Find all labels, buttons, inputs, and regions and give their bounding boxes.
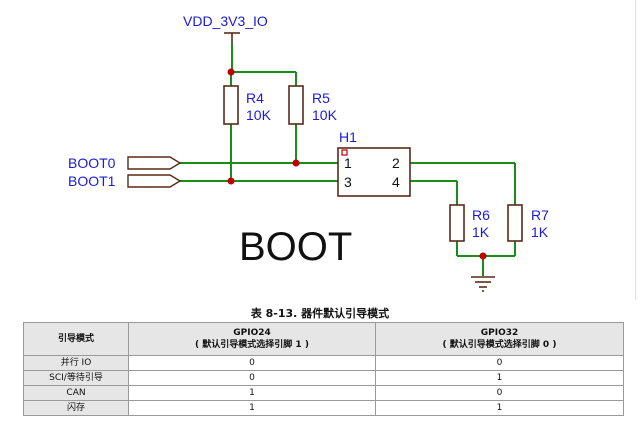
gpio32-cell: 0 (375, 385, 624, 401)
junction-dot (227, 177, 235, 185)
table-header-row: 引导模式 GPIO24( 默认引导模式选择引脚 1 ) GPIO32( 默认引导… (23, 322, 624, 356)
table-row: SCI/等待引导 0 1 (23, 370, 624, 386)
mode-cell: 并行 IO (23, 355, 129, 371)
header-pin-1: 1 (344, 155, 352, 171)
header-pin-2: 2 (392, 155, 400, 171)
r4-ref: R4 (246, 90, 264, 106)
gpio32-cell: 1 (375, 370, 624, 386)
table-row: 闪存 1 1 (23, 400, 624, 416)
junction-dot (479, 252, 487, 260)
header-pin-4: 4 (392, 174, 400, 190)
supply-symbol (224, 32, 240, 44)
diagram-title: BOOT (239, 225, 352, 269)
gpio24-cell: 1 (128, 385, 376, 401)
r7-value: 1K (531, 224, 549, 240)
junction-dot (227, 68, 235, 76)
net-label-boot0: BOOT0 (68, 155, 116, 171)
header-gpio24: GPIO24( 默认引导模式选择引脚 1 ) (128, 322, 376, 356)
gpio32-cell: 1 (375, 400, 624, 416)
header-ref: H1 (339, 129, 357, 145)
mode-cell: CAN (23, 385, 129, 401)
header-pin-3: 3 (344, 174, 352, 190)
header-gpio32: GPIO32( 默认引导模式选择引脚 0 ) (375, 322, 624, 356)
gpio24-cell: 0 (128, 370, 376, 386)
gpio32-cell: 0 (375, 355, 624, 371)
r7-ref: R7 (531, 207, 549, 223)
mode-cell: SCI/等待引导 (23, 370, 129, 386)
r4-value: 10K (246, 107, 272, 123)
junction-dot (292, 159, 300, 167)
mode-cell: 闪存 (23, 400, 129, 416)
r5-value: 10K (312, 107, 338, 123)
resistor-r4 (223, 85, 239, 125)
boot0-port (127, 156, 182, 170)
resistor-r6 (449, 204, 465, 242)
supply-label: VDD_3V3_IO (183, 13, 268, 29)
r6-value: 1K (472, 224, 490, 240)
r5-ref: R5 (312, 90, 330, 106)
resistor-r7 (507, 204, 523, 242)
net-label-boot1: BOOT1 (68, 173, 116, 189)
table-caption: 表 8-13. 器件默认引导模式 (250, 307, 390, 320)
gpio24-cell: 1 (128, 400, 376, 416)
table-row: CAN 1 0 (23, 385, 624, 401)
boot-mode-table: 引导模式 GPIO24( 默认引导模式选择引脚 1 ) GPIO32( 默认引导… (23, 322, 624, 416)
resistor-r5 (288, 85, 304, 125)
boot-schematic: VDD_3V3_IO (68, 13, 549, 292)
table-row: 并行 IO 0 0 (23, 355, 624, 371)
gpio24-cell: 0 (128, 355, 376, 371)
page-edge-line (635, 0, 636, 300)
boot1-port (127, 174, 182, 188)
header-boot-mode: 引导模式 (23, 322, 129, 356)
ground-symbol (471, 276, 495, 292)
wires (180, 44, 516, 276)
header-h1 (337, 147, 411, 197)
r6-ref: R6 (472, 207, 490, 223)
pin1-marker (341, 149, 348, 156)
